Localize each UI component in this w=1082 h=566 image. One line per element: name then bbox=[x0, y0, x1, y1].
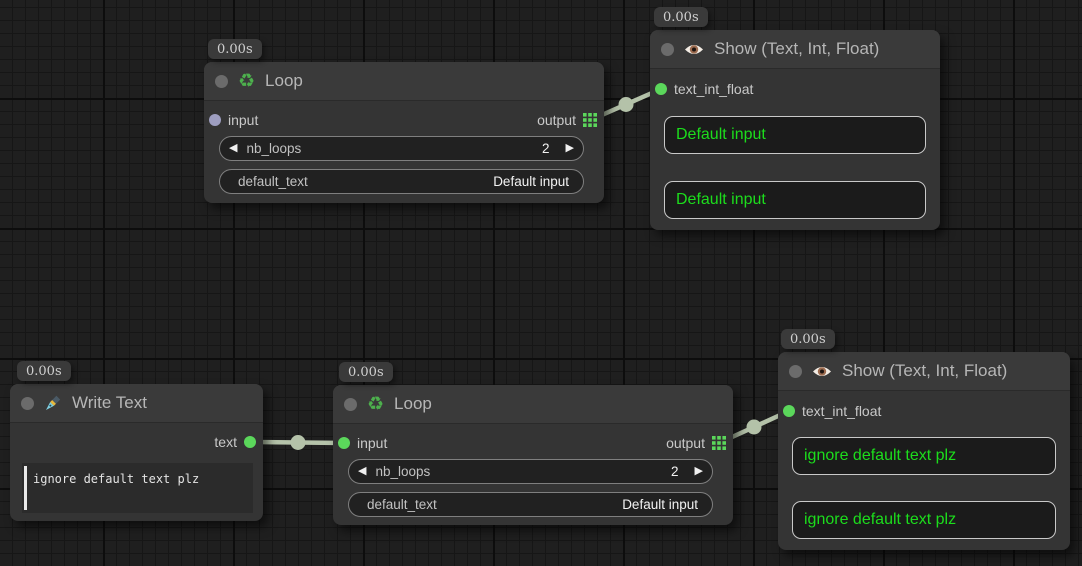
input-port-dot[interactable] bbox=[338, 437, 350, 449]
text-cursor bbox=[24, 466, 27, 510]
value-display: ignore default text plz bbox=[792, 437, 1056, 475]
nb-loops-widget[interactable]: ◀ nb_loops 2 ▶ bbox=[348, 459, 713, 484]
input-port-dot[interactable] bbox=[209, 114, 221, 126]
node-header[interactable]: Show (Text, Int, Float) bbox=[778, 352, 1070, 391]
input-port-label: input bbox=[228, 112, 259, 128]
widget-label: nb_loops bbox=[375, 464, 431, 479]
input-port-label: text_int_float bbox=[674, 81, 754, 97]
fountain-pen-icon bbox=[46, 395, 61, 410]
collapse-toggle[interactable] bbox=[215, 74, 228, 88]
node-header[interactable]: ♻ Loop bbox=[333, 385, 733, 424]
value-display: Default input bbox=[664, 181, 926, 219]
widget-label: default_text bbox=[238, 174, 308, 189]
widget-value: Default input bbox=[622, 497, 698, 512]
grid-port-icon[interactable] bbox=[583, 113, 597, 127]
node-header[interactable]: Write Text bbox=[10, 384, 263, 423]
node-loop-bottom[interactable]: 0.00s ♻ Loop input output ◀ nb_loops 2 ▶… bbox=[333, 362, 733, 525]
node-title: Show (Text, Int, Float) bbox=[842, 361, 1008, 380]
execution-time-badge: 0.00s bbox=[781, 329, 835, 349]
value-display: ignore default text plz bbox=[792, 501, 1056, 539]
output-port[interactable]: output bbox=[666, 435, 726, 451]
input-port-label: text_int_float bbox=[802, 403, 882, 419]
input-port[interactable]: input bbox=[209, 112, 258, 128]
node-show-bottom[interactable]: 0.00s Show (Text, Int, Float) text_int_f… bbox=[778, 329, 1070, 550]
collapse-toggle[interactable] bbox=[344, 397, 357, 411]
widget-label: default_text bbox=[367, 497, 437, 512]
collapse-toggle[interactable] bbox=[21, 396, 34, 410]
widget-value: Default input bbox=[493, 174, 569, 189]
default-text-widget[interactable]: default_text Default input bbox=[219, 169, 584, 194]
decrement-arrow-icon[interactable]: ◀ bbox=[358, 465, 367, 477]
input-port-label: input bbox=[357, 435, 388, 451]
collapse-toggle[interactable] bbox=[661, 42, 674, 56]
output-port-dot[interactable] bbox=[244, 436, 256, 448]
increment-arrow-icon[interactable]: ▶ bbox=[565, 142, 574, 154]
collapse-toggle[interactable] bbox=[789, 364, 802, 378]
node-title: Loop bbox=[394, 394, 432, 413]
widget-label: nb_loops bbox=[246, 141, 302, 156]
output-port-label: output bbox=[537, 112, 576, 128]
text-input[interactable]: ignore default text plz bbox=[22, 463, 253, 513]
value-display: Default input bbox=[664, 116, 926, 154]
input-port[interactable]: input bbox=[338, 435, 387, 451]
output-port[interactable]: text bbox=[214, 434, 256, 450]
execution-time-badge: 0.00s bbox=[17, 361, 71, 381]
input-port-dot[interactable] bbox=[783, 405, 795, 417]
node-show-top[interactable]: 0.00s Show (Text, Int, Float) text_int_f… bbox=[650, 7, 940, 230]
recycle-icon: ♻ bbox=[367, 393, 385, 415]
increment-arrow-icon[interactable]: ▶ bbox=[694, 465, 703, 477]
decrement-arrow-icon[interactable]: ◀ bbox=[229, 142, 238, 154]
execution-time-badge: 0.00s bbox=[208, 39, 262, 59]
output-port-label: output bbox=[666, 435, 705, 451]
text-editor[interactable]: ignore default text plz bbox=[22, 463, 253, 513]
link-midpoint-dot[interactable] bbox=[290, 435, 306, 450]
recycle-icon: ♻ bbox=[238, 70, 256, 92]
link-midpoint-dot[interactable] bbox=[746, 419, 762, 435]
execution-time-badge: 0.00s bbox=[654, 7, 708, 27]
link-midpoint-dot[interactable] bbox=[618, 97, 634, 112]
node-title: Show (Text, Int, Float) bbox=[714, 39, 880, 58]
node-write-text[interactable]: 0.00s Write Text text ignore default tex… bbox=[10, 361, 263, 521]
grid-port-icon[interactable] bbox=[712, 436, 726, 450]
node-header[interactable]: ♻ Loop bbox=[204, 62, 604, 101]
eye-icon bbox=[813, 366, 831, 376]
node-title: Write Text bbox=[72, 393, 147, 412]
input-port[interactable]: text_int_float bbox=[655, 81, 753, 97]
execution-time-badge: 0.00s bbox=[339, 362, 393, 382]
nb-loops-widget[interactable]: ◀ nb_loops 2 ▶ bbox=[219, 136, 584, 161]
default-text-widget[interactable]: default_text Default input bbox=[348, 492, 713, 517]
widget-value: 2 bbox=[671, 464, 679, 479]
node-loop-top[interactable]: 0.00s ♻ Loop input output ◀ nb_loops 2 ▶… bbox=[204, 39, 604, 203]
output-port[interactable]: output bbox=[537, 112, 597, 128]
input-port-dot[interactable] bbox=[655, 83, 667, 95]
input-port[interactable]: text_int_float bbox=[783, 403, 881, 419]
output-port-label: text bbox=[214, 434, 237, 450]
node-header[interactable]: Show (Text, Int, Float) bbox=[650, 30, 940, 69]
node-title: Loop bbox=[265, 71, 303, 90]
eye-icon bbox=[685, 44, 703, 54]
widget-value: 2 bbox=[542, 141, 550, 156]
